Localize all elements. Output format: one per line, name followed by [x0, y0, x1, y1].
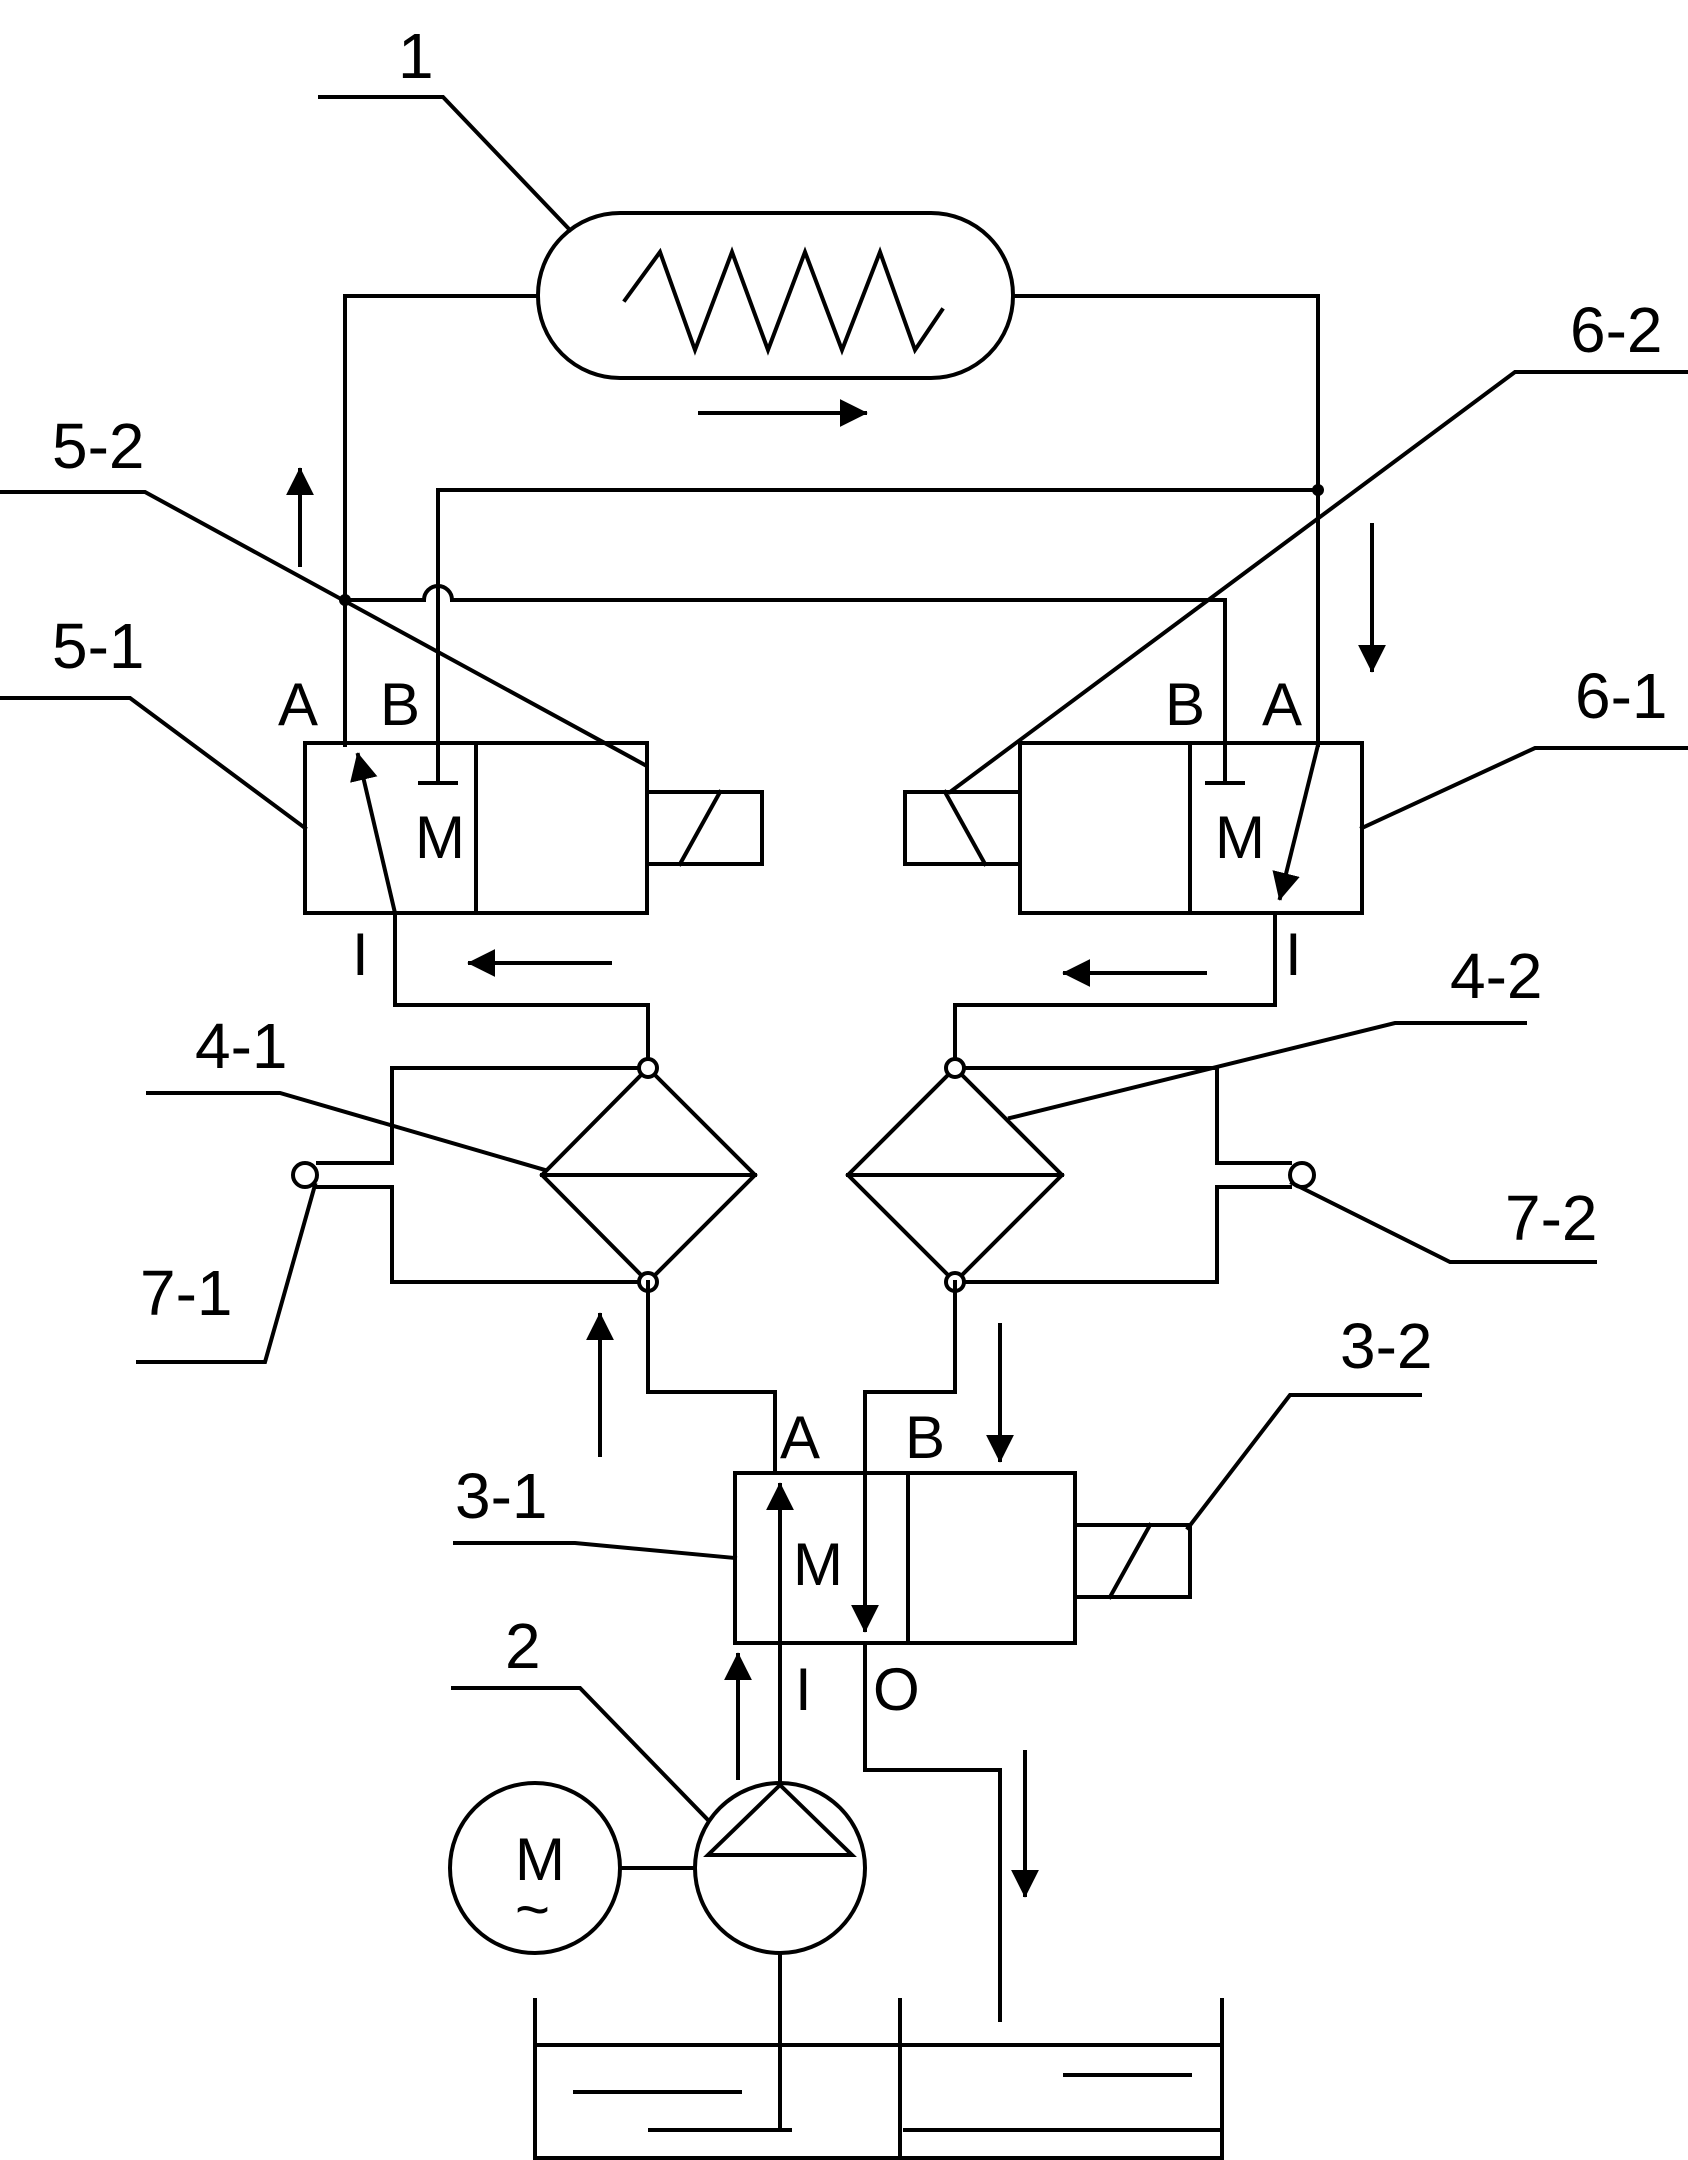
- motor-label: M: [515, 1826, 565, 1893]
- supply-lines: [286, 294, 1386, 747]
- filter-valve3-lines: [586, 1280, 1014, 1475]
- heater-coil: [622, 246, 945, 356]
- valve-5-port-b: B: [380, 671, 420, 738]
- filter-4-1: [291, 1057, 758, 1293]
- valve-5-port-i: I: [352, 921, 369, 988]
- valve-3-port-i: I: [795, 1656, 812, 1723]
- motor: M ~: [448, 1781, 697, 1955]
- label-valve-3-solenoid: 3-2: [1340, 1310, 1433, 1382]
- valve-6-port-b: B: [1165, 671, 1205, 738]
- pump: [693, 1781, 867, 2132]
- filter-4-2: [845, 1057, 1316, 1293]
- callouts: 1 5-2 5-1 6-2 6-1 4-1 4-2 7-1 7-2 3-1 3-…: [0, 20, 1688, 1823]
- valve-5-port-m: M: [415, 804, 465, 871]
- valve-6-port-i: I: [1285, 921, 1302, 988]
- heater-body: [536, 211, 1015, 380]
- pump-body: [693, 1781, 867, 1955]
- valve-5-port-a: A: [278, 671, 318, 738]
- heater: [536, 211, 1015, 427]
- valve-filter-lines: [393, 911, 1277, 1070]
- label-pump: 2: [505, 1610, 541, 1682]
- valve3-pump-tank-lines: [724, 1641, 1039, 2022]
- valve-5-solenoid: [645, 790, 764, 866]
- label-valve-3-body: 3-1: [455, 1460, 548, 1532]
- motor-ac-symbol: ~: [515, 1876, 550, 1943]
- valve-3: A B M I O: [733, 1404, 1192, 1723]
- label-filter-4-1: 4-1: [195, 1010, 288, 1082]
- valve-3-solenoid: [1073, 1523, 1192, 1599]
- valve-6-port-a: A: [1262, 671, 1302, 738]
- label-filter-4-2: 4-2: [1450, 940, 1543, 1012]
- label-heater: 1: [398, 20, 434, 92]
- label-gauge-7-2: 7-2: [1505, 1182, 1598, 1254]
- tank: [533, 1998, 1224, 2160]
- valve-6: B A M I: [903, 671, 1364, 988]
- valve-3-port-b: B: [905, 1404, 945, 1471]
- valve-3-port-o: O: [873, 1656, 920, 1723]
- gauge-7-1: [291, 1161, 319, 1189]
- label-valve-6-body: 6-1: [1575, 660, 1668, 732]
- label-valve-5-body: 5-1: [52, 610, 145, 682]
- valve-3-body: [733, 1471, 1077, 1645]
- valve-5: A B M I: [278, 671, 764, 988]
- valve-6-port-m: M: [1215, 804, 1265, 871]
- label-valve-6-solenoid: 6-2: [1570, 294, 1663, 366]
- valve-6-solenoid: [903, 790, 1022, 866]
- valve-3-port-a: A: [780, 1404, 820, 1471]
- label-gauge-7-1: 7-1: [140, 1257, 233, 1329]
- valve-3-port-m: M: [793, 1531, 843, 1598]
- label-valve-5-solenoid: 5-2: [52, 410, 145, 482]
